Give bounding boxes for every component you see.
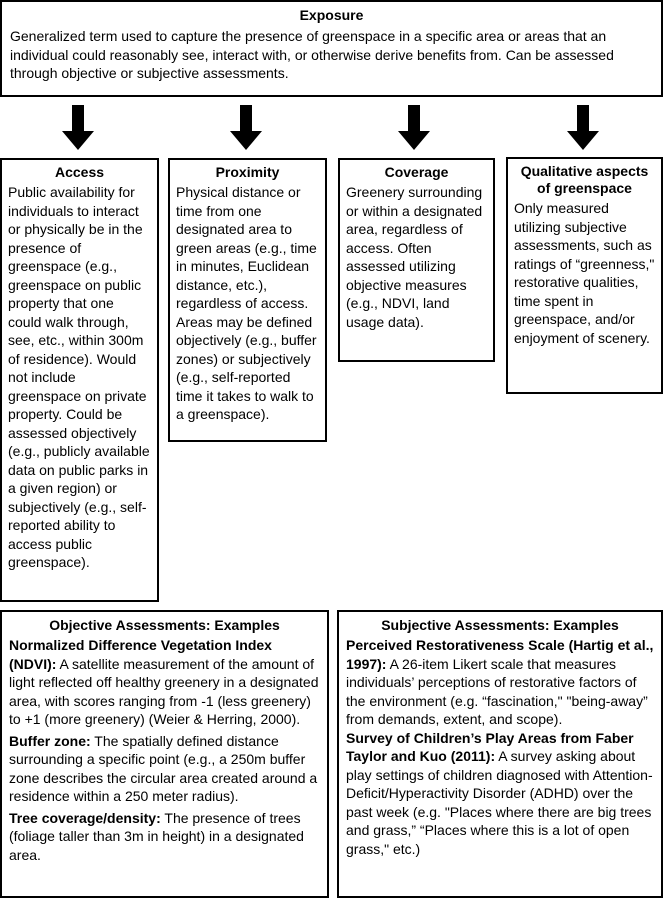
subjective-example-play-areas: Survey of Children’s Play Areas from Fab… <box>346 729 654 859</box>
subjective-example-prs: Perceived Restorativeness Scale (Hartig … <box>346 636 654 729</box>
column-body-coverage: Greenery surrounding or within a designa… <box>346 184 483 330</box>
column-box-coverage: Coverage Greenery surrounding or within … <box>338 158 495 362</box>
subjective-example-play-areas-term: Survey of Children’s Play Areas from Fab… <box>346 729 634 765</box>
column-body-qualitative: Only measured utilizing subjective asses… <box>514 200 655 346</box>
objective-example-buffer-zone: Buffer zone: The spatially defined dista… <box>9 732 320 806</box>
subjective-assessments-title: Subjective Assessments: Examples <box>381 617 619 633</box>
objective-assessments-box: Objective Assessments: Examples Normaliz… <box>0 610 329 898</box>
objective-example-ndvi-term: Normalized Difference Vegetation Index (… <box>9 637 272 672</box>
down-arrow-icon-qualitative <box>566 105 600 151</box>
objective-assessments-title: Objective Assessments: Examples <box>49 617 280 633</box>
down-arrow-icon-coverage <box>397 105 431 151</box>
objective-example-ndvi-definition: A satellite measurement of the amount of… <box>9 655 319 728</box>
objective-example-buffer-zone-definition: The spatially defined distance surroundi… <box>9 732 318 805</box>
objective-example-tree-coverage-definition: The presence of trees (foliage taller th… <box>9 809 304 863</box>
column-body-proximity: Physical distance or time from one desig… <box>176 184 317 422</box>
objective-example-ndvi: Normalized Difference Vegetation Index (… <box>9 636 320 729</box>
column-box-proximity: Proximity Physical distance or time from… <box>168 158 327 442</box>
objective-example-tree-coverage-term: Tree coverage/density: <box>9 809 161 826</box>
column-body-access: Public availability for individuals to i… <box>8 184 150 570</box>
subjective-example-play-areas-definition: A survey asking about play settings of c… <box>346 748 653 857</box>
exposure-description: Generalized term used to capture the pre… <box>10 28 614 81</box>
down-arrow-icon-proximity <box>229 105 263 151</box>
exposure-title: Exposure <box>299 7 364 23</box>
down-arrow-icon-access <box>61 105 95 151</box>
exposure-box: Exposure Generalized term used to captur… <box>0 0 663 97</box>
column-title-coverage: Coverage <box>384 164 449 180</box>
column-title-qualitative: Qualitative aspects of greenspace <box>520 163 649 196</box>
column-box-access: Access Public availability for individua… <box>0 158 159 602</box>
column-box-qualitative: Qualitative aspects of greenspace Only m… <box>506 157 663 394</box>
column-title-access: Access <box>54 164 105 180</box>
objective-example-buffer-zone-term: Buffer zone: <box>9 732 91 749</box>
column-title-proximity: Proximity <box>215 164 280 180</box>
objective-example-tree-coverage: Tree coverage/density: The presence of t… <box>9 809 320 865</box>
subjective-example-prs-definition: A 26-item Likert scale that measures ind… <box>346 655 648 728</box>
subjective-assessments-box: Subjective Assessments: Examples Perceiv… <box>337 610 663 898</box>
subjective-example-prs-term: Perceived Restorativeness Scale (Hartig … <box>346 637 654 672</box>
